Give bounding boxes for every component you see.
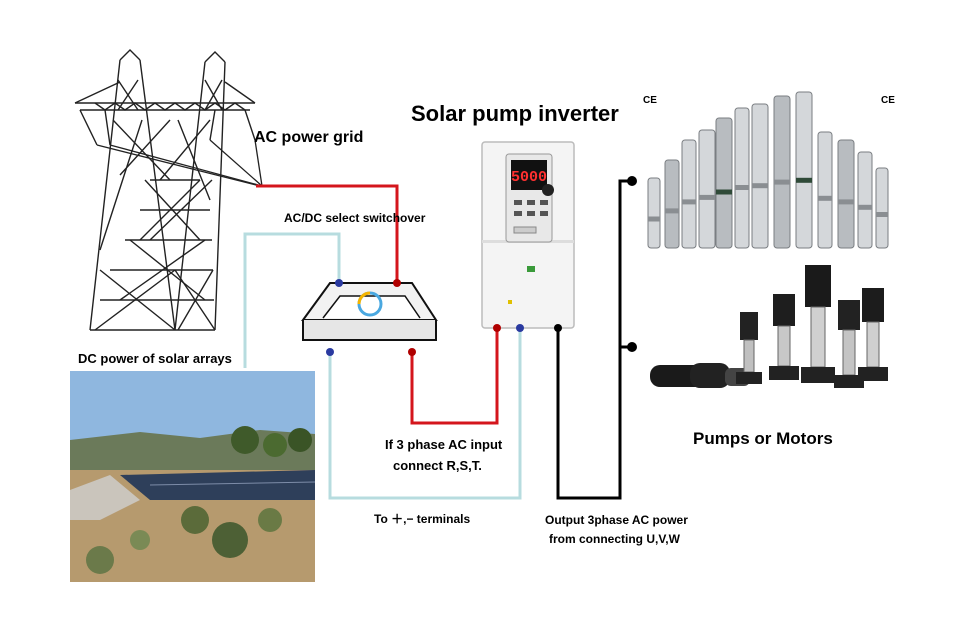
pump-band: [699, 195, 715, 200]
switchover-box-icon: [303, 279, 436, 356]
switchover-label: AC/DC select switchover: [284, 211, 425, 225]
submersible-pump: [665, 160, 679, 248]
submersible-pump: [699, 130, 715, 248]
submersible-pump: [735, 108, 749, 248]
pump-band: [682, 199, 696, 204]
ce-mark-right: CE: [881, 95, 895, 106]
pump-band: [876, 212, 888, 217]
submersible-pump: [858, 152, 872, 248]
terminals-label: To ＋,− terminals: [374, 510, 470, 527]
output-label-1: Output 3phase AC power: [545, 513, 688, 527]
phase-input-label-2: connect R,S,T.: [393, 458, 482, 473]
output-label-2: from connecting U,V,W: [549, 532, 680, 546]
submersible-pump: [796, 92, 812, 248]
transmission-tower-icon: [75, 50, 255, 330]
submersible-pump: [876, 168, 888, 248]
submersible-pump: [682, 140, 696, 248]
pump-band: [752, 183, 768, 188]
solar-field-photo: [70, 371, 315, 582]
grid-label: AC power grid: [254, 129, 363, 147]
submersible-pump: [716, 118, 732, 248]
pump-band: [735, 185, 749, 190]
pump-band: [838, 199, 854, 204]
submersible-pump: [648, 178, 660, 248]
pump-band: [796, 178, 812, 183]
pump-band: [774, 180, 790, 185]
submersible-pump: [774, 96, 790, 248]
pump-band: [716, 190, 732, 195]
ce-mark-left: CE: [643, 95, 657, 106]
surface-pumps-icon: [650, 265, 888, 388]
inverter-display: 5000: [511, 169, 547, 186]
pump-band: [858, 205, 872, 210]
pump-band: [818, 196, 832, 201]
solar-label: DC power of solar arrays: [78, 351, 232, 366]
phase-input-label-1: If 3 phase AC input: [385, 437, 502, 452]
submersible-pump: [838, 140, 854, 248]
submersible-pump: [818, 132, 832, 248]
diagram-title: Solar pump inverter: [411, 101, 619, 127]
pump-band: [665, 208, 679, 213]
submersible-pumps-icon: [648, 92, 888, 248]
pump-band: [648, 217, 660, 222]
submersible-pump: [752, 104, 768, 248]
pumps-label: Pumps or Motors: [693, 429, 833, 449]
